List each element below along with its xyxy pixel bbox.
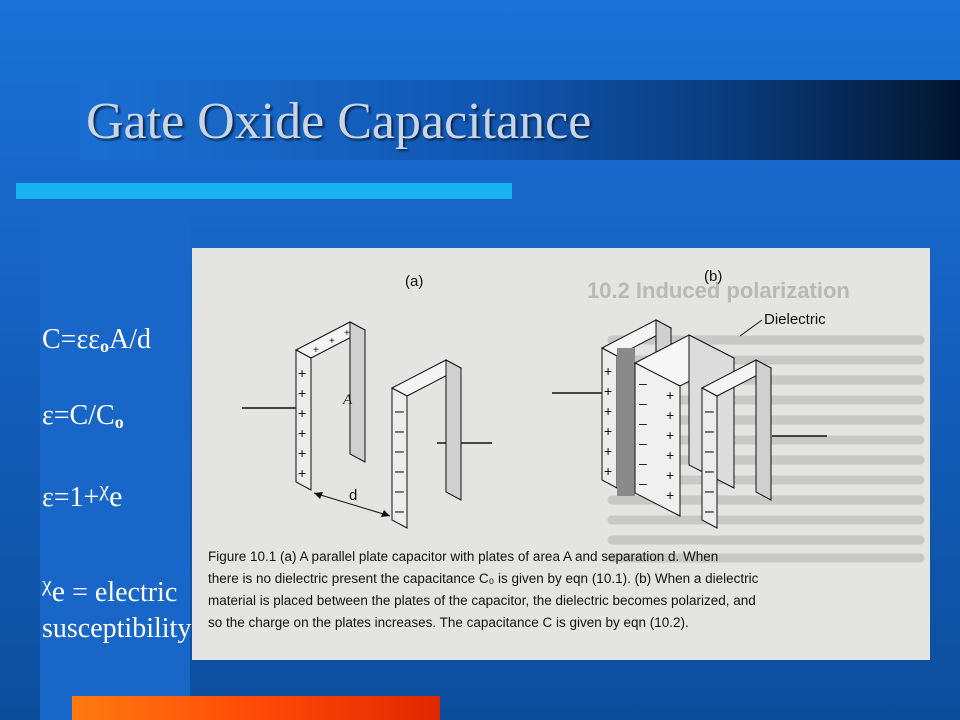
svg-text:–: – <box>639 475 647 491</box>
capacitor-figure: 10.2 Induced polarization (a) (b) Dielec… <box>192 248 930 660</box>
svg-text:+: + <box>666 447 674 463</box>
accent-bar <box>16 183 512 199</box>
svg-text:+: + <box>313 345 319 356</box>
area-label: A <box>342 392 353 408</box>
separation-label: d <box>349 487 357 504</box>
capacitor-diagram: 10.2 Induced polarization (a) (b) Dielec… <box>208 268 925 630</box>
svg-text:+: + <box>666 487 674 503</box>
caption-line: there is no dielectric present the capac… <box>208 571 759 586</box>
svg-text:–: – <box>705 483 714 500</box>
label-a: (a) <box>405 273 423 290</box>
svg-text:–: – <box>705 443 714 460</box>
svg-text:–: – <box>639 455 647 471</box>
svg-text:+: + <box>298 405 306 421</box>
svg-text:–: – <box>639 435 647 451</box>
plate-negative-a: – – – – – – <box>390 359 463 529</box>
svg-text:+: + <box>298 445 306 461</box>
figure-caption: Figure 10.1 (a) A parallel plate capacit… <box>208 549 759 630</box>
svg-text:–: – <box>705 403 714 420</box>
dielectric-pointer <box>739 319 763 337</box>
svg-text:+: + <box>604 403 612 419</box>
svg-text:+: + <box>666 387 674 403</box>
equation-susceptibility-definition: χe = electric susceptibility <box>42 571 192 644</box>
left-panel <box>40 190 190 720</box>
dielectric-label: Dielectric <box>764 311 826 328</box>
svg-text:–: – <box>705 463 714 480</box>
svg-text:–: – <box>395 403 404 420</box>
svg-text:+: + <box>666 407 674 423</box>
plate-negative-b: – – – – – – <box>700 359 773 529</box>
svg-text:+: + <box>604 363 612 379</box>
svg-text:–: – <box>705 503 714 520</box>
svg-text:–: – <box>639 375 647 391</box>
svg-text:+: + <box>298 465 306 481</box>
svg-text:+: + <box>344 328 350 339</box>
svg-text:–: – <box>395 483 404 500</box>
slide-title: Gate Oxide Capacitance <box>86 93 592 150</box>
equation-capacitance: C=εεoA/d <box>42 324 151 356</box>
background-heading: 10.2 Induced polarization <box>587 278 850 303</box>
svg-text:+: + <box>666 467 674 483</box>
caption-line: Figure 10.1 (a) A parallel plate capacit… <box>208 549 718 564</box>
equation-permittivity: ε=C/Co <box>42 400 124 432</box>
bottom-accent-bar <box>72 696 440 720</box>
svg-text:–: – <box>395 423 404 440</box>
svg-text:–: – <box>705 423 714 440</box>
svg-text:+: + <box>329 336 335 347</box>
svg-text:–: – <box>395 503 404 520</box>
svg-text:+: + <box>604 383 612 399</box>
svg-text:–: – <box>395 463 404 480</box>
equation-susceptibility-relation: ε=1+χe <box>42 476 123 513</box>
caption-line: material is placed between the plates of… <box>208 593 756 608</box>
title-bar <box>80 80 960 160</box>
svg-text:–: – <box>639 415 647 431</box>
svg-text:+: + <box>298 365 306 381</box>
svg-text:–: – <box>639 395 647 411</box>
svg-text:+: + <box>298 425 306 441</box>
svg-text:+: + <box>666 427 674 443</box>
svg-text:+: + <box>298 385 306 401</box>
svg-text:+: + <box>604 423 612 439</box>
caption-line: so the charge on the plates increases. T… <box>208 615 689 630</box>
label-b: (b) <box>704 268 722 285</box>
plate-positive-a: + + + + + + + + + <box>294 321 367 491</box>
separation-arrow <box>313 492 391 517</box>
svg-text:+: + <box>604 463 612 479</box>
svg-text:+: + <box>604 443 612 459</box>
svg-text:–: – <box>395 443 404 460</box>
